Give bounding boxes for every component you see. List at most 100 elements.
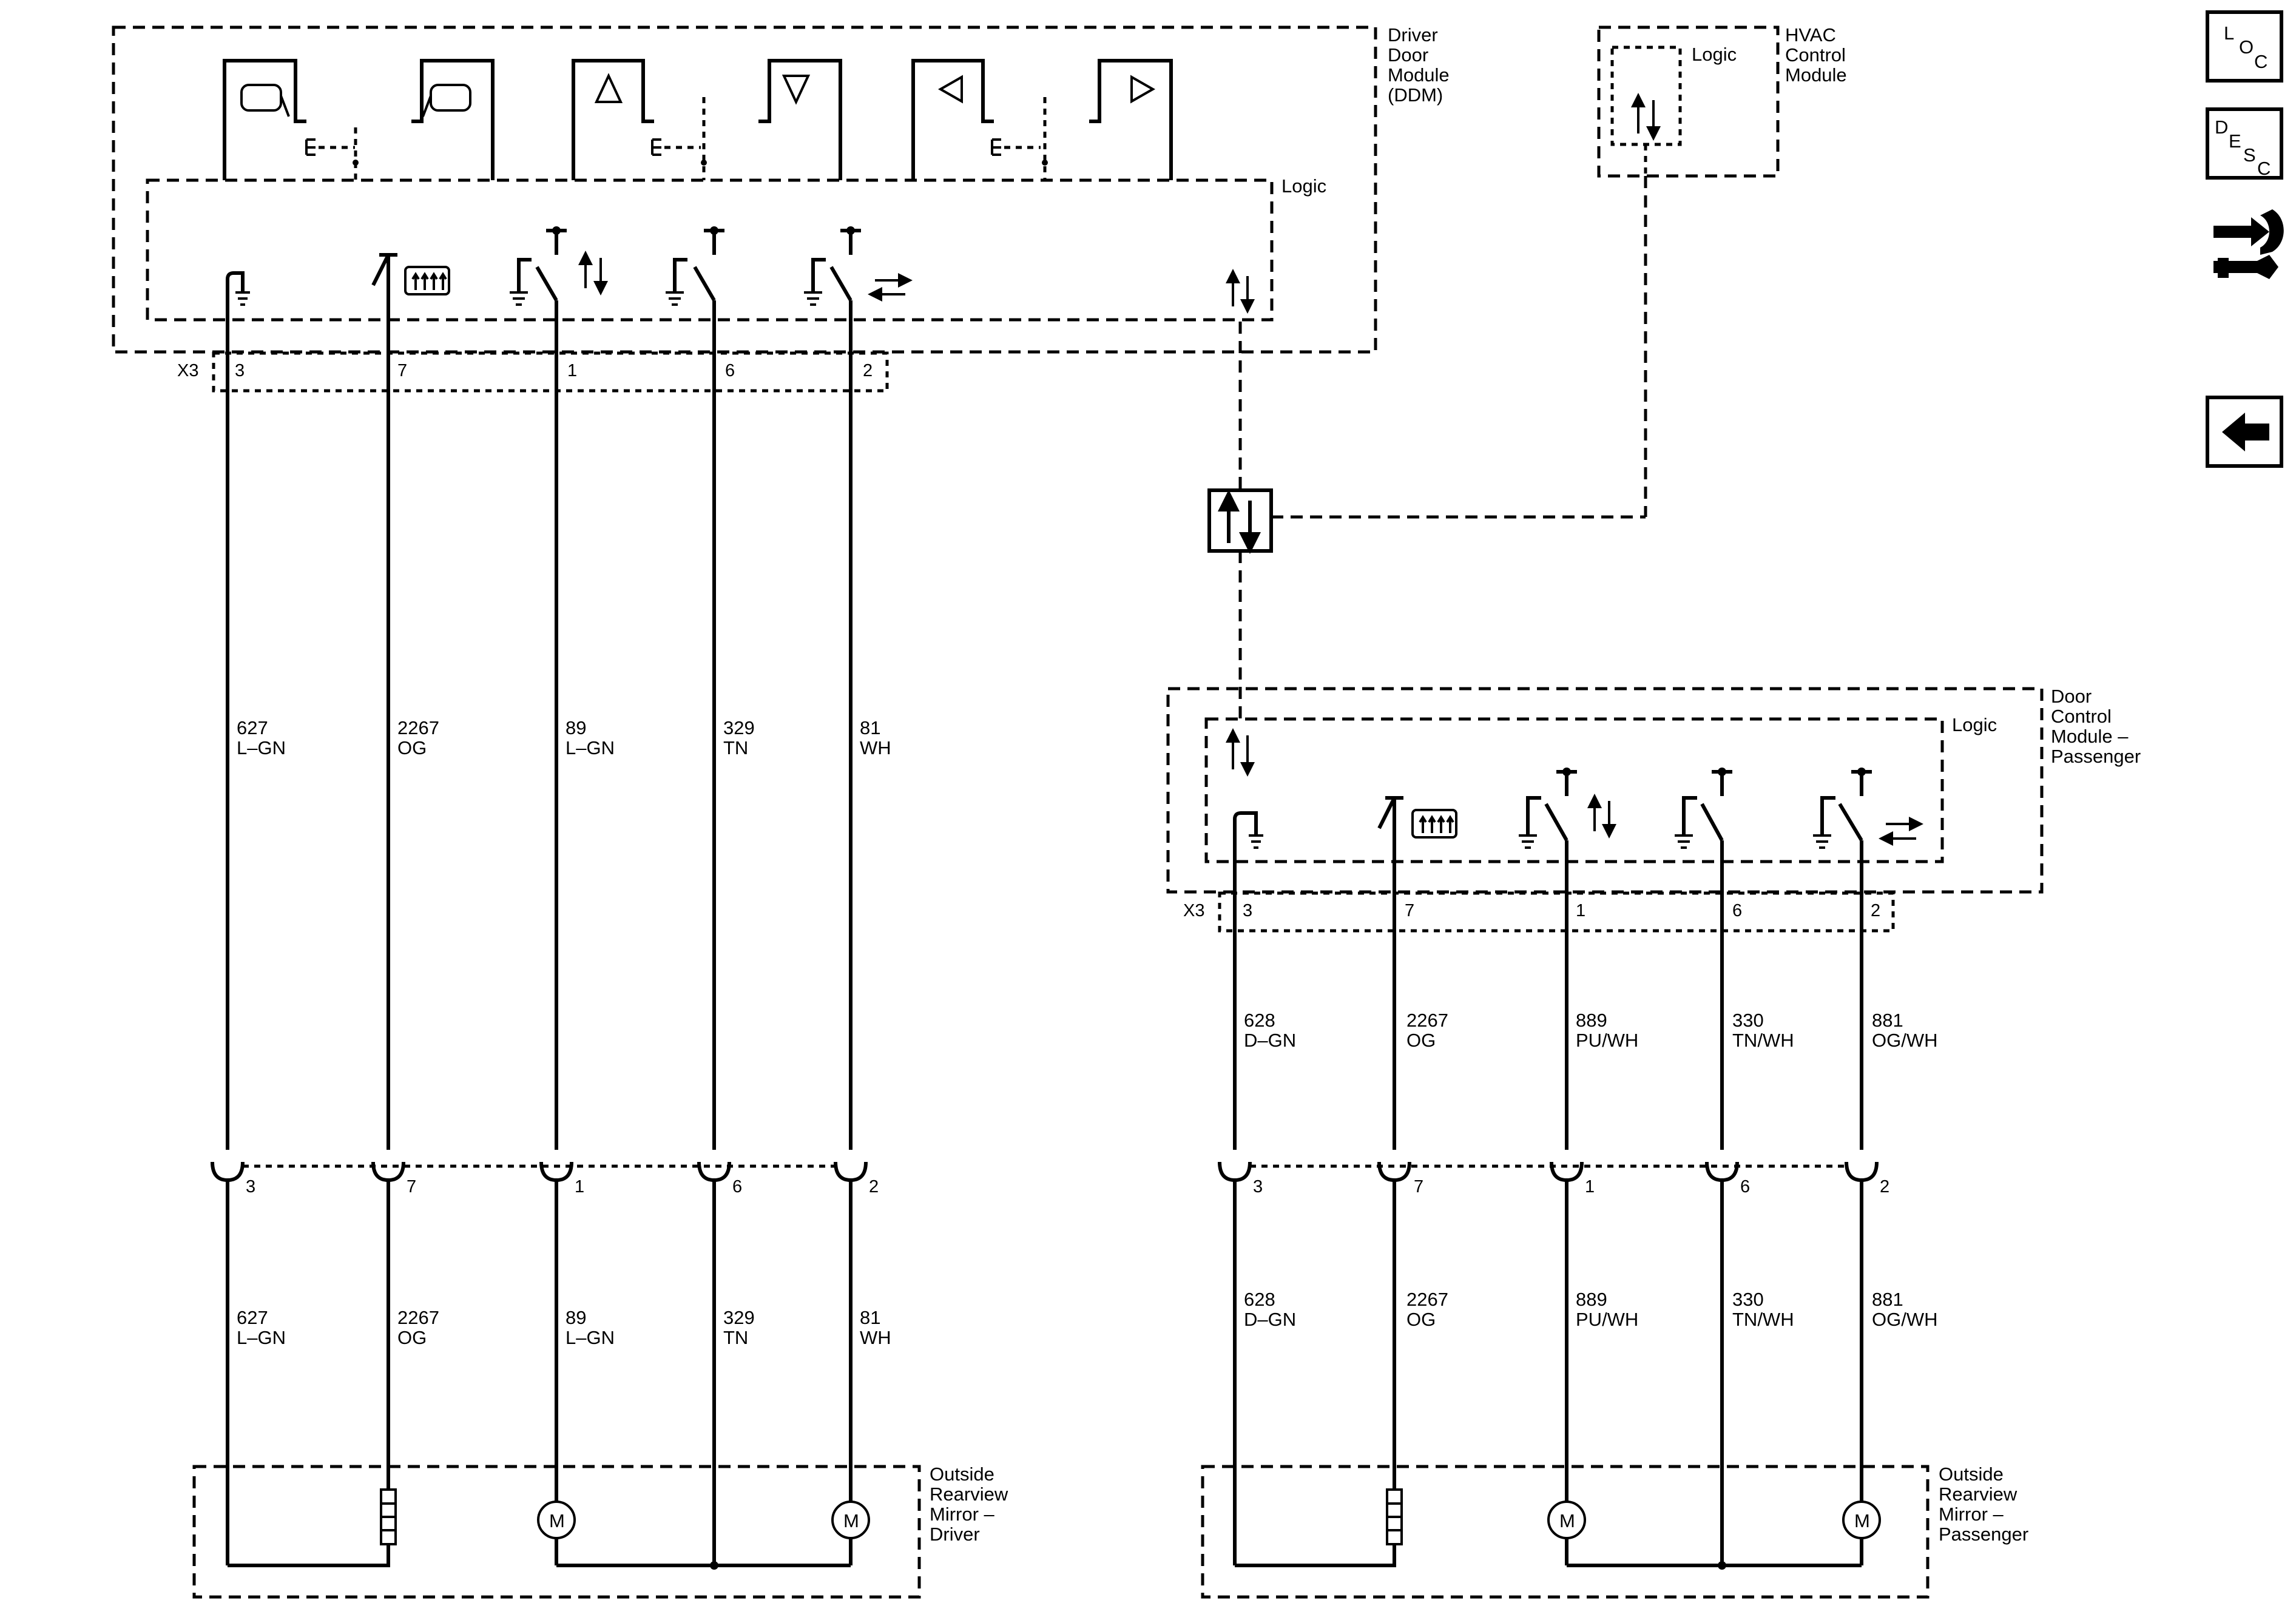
drv-w3-circuit: 89: [566, 717, 586, 738]
heater-grid-icon: [404, 266, 450, 295]
dcm-connector-x3: X3 3 7 1 6 2: [1183, 891, 1895, 933]
dcm-label-4: Passenger: [2051, 746, 2141, 767]
pass-motor-leftright-label: M: [1854, 1510, 1870, 1531]
drv-w2-circuit-lower: 2267: [397, 1307, 439, 1328]
pass-w3-color: PU/WH: [1576, 1030, 1638, 1051]
pass-w2-circuit: 2267: [1406, 1010, 1448, 1031]
ddm-pin-7: 7: [397, 361, 407, 380]
drv-inline-pin-3: 3: [246, 1177, 255, 1197]
dcm-serial-data-icon: [1226, 728, 1255, 777]
hvac-label-2: Control: [1785, 44, 1846, 66]
dcm-label-1: Door: [2051, 686, 2092, 707]
pass-w1-circuit-lower: 628: [1244, 1289, 1275, 1310]
loc-letter-o: O: [2239, 36, 2254, 58]
drv-w1-circuit-lower: 627: [237, 1307, 268, 1328]
outside-mirror-driver: Outside Rearview Mirror – Driver M M: [192, 1463, 1008, 1599]
hvac-logic-label: Logic: [1692, 44, 1737, 65]
motor-leftright-icon: M: [831, 1501, 870, 1539]
pass-w2-color: OG: [1406, 1030, 1436, 1051]
pass-w4-circuit-lower: 330: [1732, 1289, 1764, 1310]
desc-letter-c: C: [2257, 158, 2271, 179]
pass-motor-updown-label: M: [1559, 1510, 1575, 1531]
mirror-driver-label-4: Driver: [930, 1524, 980, 1545]
pass-inline-pin-6: 6: [1740, 1177, 1750, 1197]
mirror-select-switches: [223, 59, 1173, 180]
description-button[interactable]: D E S C: [2206, 107, 2283, 180]
drv-w5-color: WH: [860, 737, 891, 758]
dcm-pin-7: 7: [1405, 901, 1414, 920]
ddm-pin-3: 3: [235, 361, 245, 380]
drv-inline-pin-1: 1: [575, 1177, 584, 1197]
drv-w5-circuit-lower: 81: [860, 1307, 880, 1328]
pass-inline-pin-1: 1: [1585, 1177, 1595, 1197]
loc-letter-l: L: [2224, 22, 2234, 44]
mirror-driver-label-3: Mirror –: [930, 1504, 995, 1525]
ddm-pin-6: 6: [725, 361, 735, 380]
ddm-logic-label: Logic: [1281, 175, 1326, 197]
drv-w4-circuit-lower: 329: [723, 1307, 755, 1328]
pass-w4-color: TN/WH: [1732, 1030, 1794, 1051]
pass-w5-circuit: 881: [1872, 1010, 1903, 1031]
driver-inline-connector: 3 7 1 6 2: [211, 1161, 879, 1197]
location-button[interactable]: L O C: [2206, 10, 2283, 83]
ddm-label-2: Door: [1388, 44, 1428, 66]
loc-letter-c: C: [2254, 51, 2267, 72]
dcm-connector-label: X3: [1183, 901, 1204, 920]
drv-w1-color: L–GN: [237, 737, 286, 758]
drv-inline-pin-2: 2: [869, 1177, 879, 1197]
passenger-harness: 628 D–GN 2267 OG 889 PU/WH 330 TN/WH 881…: [1218, 919, 1938, 1565]
arrow-right-icon: [1130, 75, 1156, 104]
ddm-pin-2: 2: [863, 361, 873, 380]
motor-updown-label: M: [549, 1510, 565, 1531]
pass-motor-leftright-icon: M: [1842, 1501, 1881, 1539]
mirror-pass-label-3: Mirror –: [1939, 1504, 2004, 1525]
dcm-internal-circuits: [1233, 768, 1923, 919]
dcm-pin-1: 1: [1576, 901, 1585, 920]
heater-element-icon: [380, 1488, 397, 1545]
data-link-splice-icon: [1207, 488, 1273, 554]
drv-w1-circuit: 627: [237, 717, 268, 738]
hvac-control-module: Logic HVAC Control Module: [1597, 24, 1847, 178]
pass-heater-element-icon: [1386, 1488, 1403, 1545]
serial-data-icon: [1226, 269, 1255, 314]
service-tools-icon[interactable]: [2207, 200, 2284, 285]
mirror-pass-label-4: Passenger: [1939, 1524, 2028, 1545]
ddm-connector-label: X3: [177, 361, 198, 380]
dcm-label-2: Control: [2051, 706, 2112, 727]
drv-w1-color-lower: L–GN: [237, 1327, 286, 1348]
pass-w1-circuit: 628: [1244, 1010, 1275, 1031]
ddm-connector-x3: X3 3 7 1 6 2: [177, 351, 889, 393]
pass-w5-color-lower: OG/WH: [1872, 1309, 1938, 1330]
back-arrow-icon[interactable]: [2206, 396, 2283, 468]
mirror-pass-label-1: Outside: [1939, 1463, 2004, 1485]
desc-letter-d: D: [2215, 116, 2228, 138]
bidirectional-updown-icon: [578, 251, 608, 295]
pass-inline-pin-2: 2: [1880, 1177, 1889, 1197]
drv-w2-circuit: 2267: [397, 717, 439, 738]
bidirectional-leftright-icon: [868, 273, 913, 302]
pass-inline-pin-7: 7: [1414, 1177, 1423, 1197]
desc-letter-e: E: [2229, 130, 2241, 152]
pass-w5-circuit-lower: 881: [1872, 1289, 1903, 1310]
dcm-updown-icon: [1587, 794, 1616, 839]
dcm-pin-6: 6: [1732, 901, 1742, 920]
pass-w1-color-lower: D–GN: [1244, 1309, 1296, 1330]
pass-w4-color-lower: TN/WH: [1732, 1309, 1794, 1330]
drv-w4-color-lower: TN: [723, 1327, 748, 1348]
drv-w4-circuit: 329: [723, 717, 755, 738]
pass-w1-color: D–GN: [1244, 1030, 1296, 1051]
dcm-label-3: Module –: [2051, 726, 2129, 747]
pass-w3-color-lower: PU/WH: [1576, 1309, 1638, 1330]
hvac-label-3: Module: [1785, 64, 1847, 86]
drv-w3-color: L–GN: [566, 737, 615, 758]
pass-inline-pin-3: 3: [1253, 1177, 1263, 1197]
arrow-left-icon: [937, 75, 963, 104]
mirror-driver-label-2: Rearview: [930, 1484, 1008, 1505]
drv-w2-color-lower: OG: [397, 1327, 427, 1348]
ddm-label-1: Driver: [1388, 24, 1438, 46]
motor-leftright-label: M: [843, 1510, 859, 1531]
ddm-label-4: (DDM): [1388, 84, 1443, 106]
drv-w3-circuit-lower: 89: [566, 1307, 586, 1328]
serial-data-network: [1207, 176, 1647, 719]
